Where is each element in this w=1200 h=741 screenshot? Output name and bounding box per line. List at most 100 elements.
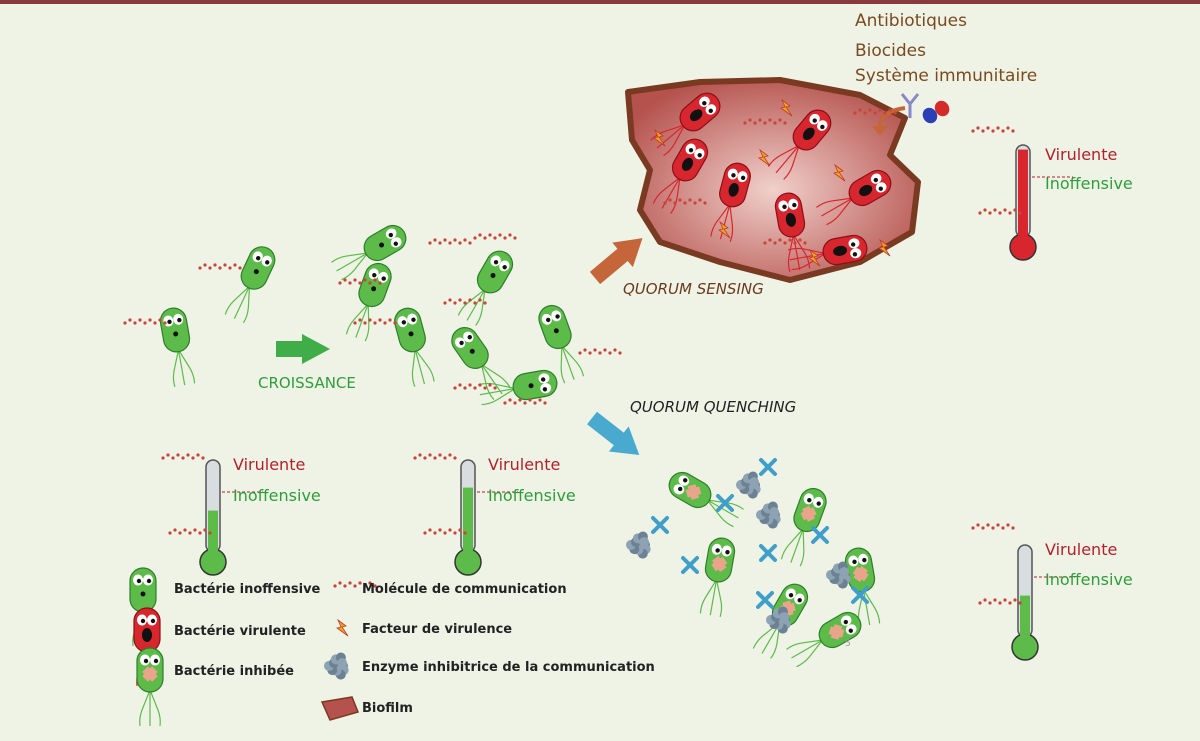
harmless-bacterium	[457, 250, 514, 326]
virulence-factor-icon	[808, 248, 821, 267]
threat-label-antibiotics: Antibiotiques	[855, 11, 967, 31]
legend-molecule-icon	[333, 581, 377, 588]
inhibition-cross-icon	[851, 586, 869, 604]
page-number: 5	[845, 639, 851, 649]
communication-molecule	[443, 298, 487, 305]
thermo-sensing-harmless-label: Inoffensive	[1045, 174, 1133, 193]
thermometer-fill	[463, 487, 473, 558]
inhibitor-enzyme-icon	[756, 501, 781, 529]
inhibited-bacterium	[668, 471, 744, 528]
harmless-bacterium	[345, 262, 392, 342]
legend-biofilm: Biofilm	[362, 701, 413, 716]
communication-molecule	[338, 278, 382, 285]
communication-molecule	[198, 263, 242, 270]
communication-molecule	[853, 108, 897, 115]
communication-molecule	[453, 383, 497, 390]
virulence-factor-icon	[780, 98, 793, 117]
harmless-bacterium	[331, 224, 407, 281]
growth-arrow	[276, 334, 330, 364]
communication-molecule	[978, 598, 1022, 605]
quorum-sensing-arrow	[589, 238, 643, 285]
communication-molecule	[353, 318, 397, 325]
thermometer-stage-2	[454, 459, 518, 576]
communication-molecule	[428, 238, 472, 245]
communication-molecule	[473, 233, 517, 240]
thermo-stage2-harmless-label: Inoffensive	[488, 486, 576, 505]
communication-molecule	[971, 126, 1015, 133]
virulent-bacterium	[650, 92, 721, 157]
threat-label-immune-system: Système immunitaire	[855, 66, 1038, 86]
communication-molecule	[763, 238, 807, 245]
inhibition-cross-icon	[811, 526, 829, 544]
thermo-quenching-virulent-label: Virulente	[1045, 540, 1118, 559]
thermo-stage1-harmless-label: Inoffensive	[233, 486, 321, 505]
virulence-factor-icon	[718, 220, 731, 239]
communication-molecule	[423, 528, 467, 535]
legend-inhibitor-enzyme: Enzyme inhibitrice de la communication	[362, 660, 655, 675]
thermo-stage2-virulent-label: Virulente	[488, 455, 561, 474]
inhibited-bacterium	[786, 611, 862, 668]
communication-molecule	[168, 528, 212, 535]
harmless-bacterium	[477, 369, 558, 406]
legend-inhibited-bacterium: Bactérie inhibée	[174, 664, 294, 679]
threat-label-biocides: Biocides	[855, 41, 926, 61]
harmless-bacterium	[394, 307, 435, 387]
virulent-bacterium	[787, 234, 868, 271]
virulence-factor-icon	[758, 148, 771, 167]
communication-molecule	[663, 198, 707, 205]
thermo-sensing-virulent-label: Virulente	[1045, 145, 1118, 164]
harmless-bacterium	[538, 304, 585, 384]
capsule-icon	[922, 100, 950, 124]
inhibition-cross-icon	[759, 458, 777, 476]
virulent-bacterium	[652, 138, 709, 214]
communication-molecule	[743, 118, 787, 125]
thermo-quenching-harmless-label: Inoffensive	[1045, 570, 1133, 589]
inhibition-cross-icon	[756, 591, 774, 609]
inhibition-cross-icon	[681, 556, 699, 574]
quorum-sensing-label: QUORUM SENSING	[623, 280, 764, 298]
inhibition-cross-icon	[759, 544, 777, 562]
inhibitor-enzyme-icon	[626, 531, 651, 559]
thermo-stage1-virulent-label: Virulente	[233, 455, 306, 474]
virulence-factor-icon	[878, 238, 891, 257]
antibody-icon	[900, 93, 920, 118]
legend-harmless-bacterium: Bactérie inoffensive	[174, 582, 321, 597]
harmless-bacterium	[224, 246, 276, 324]
virulent-bacterium	[710, 162, 751, 242]
inhibited-bacterium	[780, 487, 827, 567]
quorum-quenching-label: QUORUM QUENCHING	[630, 398, 797, 416]
communication-molecule	[161, 453, 205, 460]
virulent-bacterium	[816, 169, 892, 226]
virulent-bacterium	[774, 192, 811, 273]
communication-molecule	[503, 398, 547, 405]
legend-communication-molecule: Molécule de communication	[362, 582, 567, 597]
legend-inhibited-bacterium-icon	[136, 647, 164, 727]
communication-molecule	[413, 453, 457, 460]
growth-label: CROISSANCE	[258, 374, 356, 392]
virulent-bacterium	[767, 109, 832, 180]
inhibitor-enzyme-icon	[736, 471, 761, 499]
legend-virulent-bacterium: Bactérie virulente	[174, 624, 306, 639]
curved-arrow-icon	[877, 106, 906, 129]
inhibitor-enzyme-icon	[766, 606, 791, 634]
communication-molecule	[123, 318, 167, 325]
harmless-bacterium	[159, 307, 196, 388]
harmless-bacterium	[451, 327, 511, 401]
thermometer-stage-1	[199, 459, 263, 576]
biofilm-mass	[625, 77, 921, 283]
thermometer-fill	[1020, 595, 1030, 643]
legend-enzyme-icon	[324, 652, 349, 680]
top-border	[0, 0, 1200, 4]
communication-molecule	[971, 523, 1015, 530]
virulence-factor-icon	[653, 128, 666, 147]
inhibition-cross-icon	[716, 494, 734, 512]
inhibitor-enzyme-icon	[826, 561, 851, 589]
inhibited-bacterium	[844, 547, 881, 628]
inhibition-cross-icon	[651, 516, 669, 534]
legend-biofilm-icon	[320, 696, 360, 721]
legend-virulence-factor: Facteur de virulence	[362, 622, 513, 637]
legend-virulence-factor-icon	[336, 618, 349, 637]
thermometer-fill	[1018, 149, 1028, 243]
